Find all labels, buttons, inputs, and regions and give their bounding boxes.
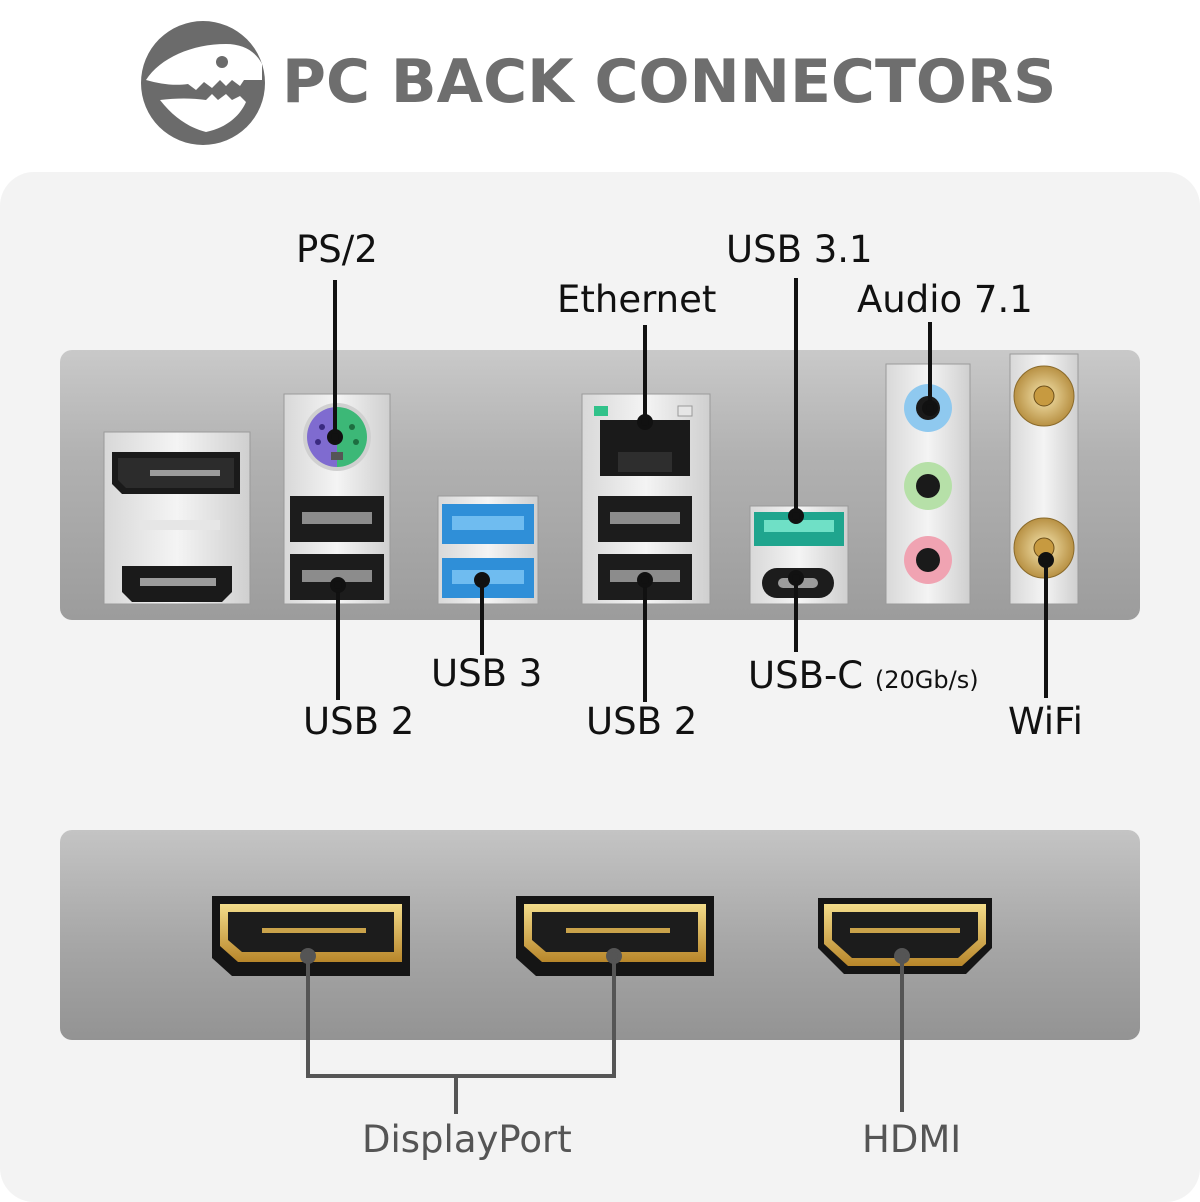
page-title: PC BACK CONNECTORS: [282, 47, 1057, 117]
bottom-ports: [212, 896, 992, 976]
label-ethernet: Ethernet: [557, 278, 717, 321]
label-usbc-name: USB-C: [748, 654, 864, 697]
usb3-block: [437, 495, 539, 605]
leader-lines: [327, 278, 1054, 702]
ethernet-usb2-block: [581, 393, 711, 605]
label-usbc-speed: (20Gb/s): [874, 666, 979, 694]
header: PC BACK CONNECTORS: [0, 0, 1200, 170]
displayport-2-connector: [516, 896, 714, 976]
displayport-1-connector: [212, 896, 410, 976]
hdmi-connector: [818, 898, 992, 974]
ps2-usb2-block: [283, 393, 391, 605]
label-wifi: WiFi: [1008, 700, 1083, 743]
label-usb2-mid: USB 2: [586, 700, 698, 743]
label-usb31: USB 3.1: [726, 228, 873, 271]
label-usbc: USB-C (20Gb/s): [748, 654, 979, 702]
video-ports-block: [103, 431, 251, 605]
label-hdmi: HDMI: [862, 1118, 962, 1161]
label-ps2: PS/2: [296, 228, 378, 271]
label-audio: Audio 7.1: [857, 278, 1033, 321]
label-usb2-left: USB 2: [303, 700, 415, 743]
label-usb3: USB 3: [431, 652, 543, 695]
bottom-leader-lines: [300, 948, 910, 1114]
label-displayport: DisplayPort: [362, 1118, 572, 1161]
dinosaur-skull-icon: [141, 21, 265, 145]
usb31-usbc-block: [749, 505, 849, 605]
